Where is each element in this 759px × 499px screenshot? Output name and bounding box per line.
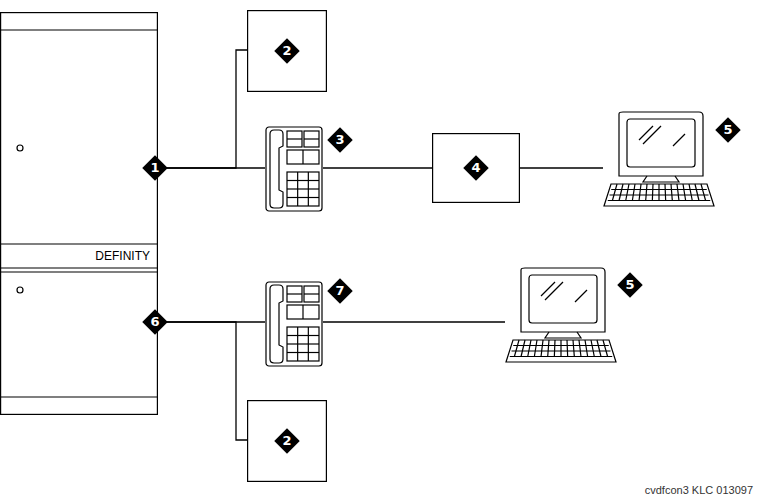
- connector-line: [158, 167, 265, 168]
- figure-caption: cvdfcon3 KLC 013097: [645, 484, 753, 496]
- connector-line: [323, 167, 432, 168]
- callout-number: 4: [463, 155, 489, 181]
- callout-number: 2: [274, 38, 300, 64]
- phone-drawing: [265, 281, 323, 367]
- cabinet-drawing: [0, 12, 158, 415]
- callout-number: 1: [142, 155, 168, 181]
- callout-number: 3: [327, 127, 353, 153]
- pc-drawing: [603, 112, 715, 208]
- peripheral-box: 2: [247, 400, 327, 482]
- switch-cabinet: DEFINITY: [0, 12, 158, 415]
- adapter-box: 4: [432, 133, 520, 203]
- callout-number: 5: [715, 117, 741, 143]
- callout-number: 6: [142, 309, 168, 335]
- callout-number: 7: [327, 278, 353, 304]
- connector-line: [323, 321, 505, 322]
- connector-line: [158, 322, 247, 440]
- cabinet-label: DEFINITY: [95, 249, 150, 263]
- peripheral-box: 2: [247, 10, 327, 92]
- computer: 5: [603, 112, 715, 208]
- phone-drawing: [265, 126, 323, 212]
- telephone: 7: [265, 281, 323, 367]
- telephone: 3: [265, 126, 323, 212]
- callout-number: 2: [274, 428, 300, 454]
- connector-line: [520, 167, 603, 168]
- connector-line: [158, 50, 247, 168]
- pc-drawing: [505, 268, 617, 364]
- computer: 5: [505, 268, 617, 364]
- callout-number: 5: [617, 272, 643, 298]
